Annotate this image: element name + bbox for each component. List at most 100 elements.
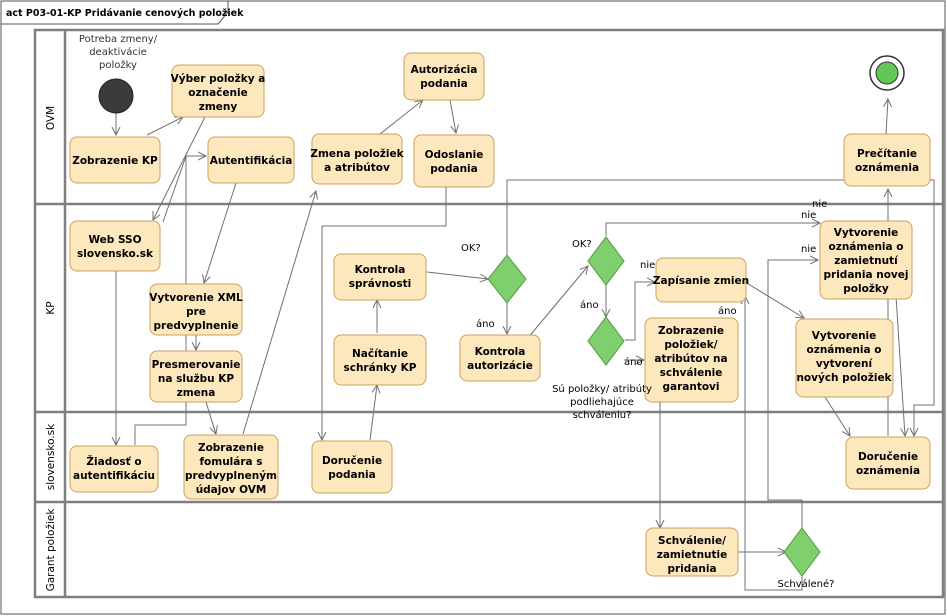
action-precitanie-oznamenia: Prečítanie oznámenia <box>843 133 931 187</box>
svg-text:pridania novej: pridania novej <box>824 269 909 281</box>
svg-text:atribútov na: atribútov na <box>654 353 727 365</box>
svg-text:schváleniu?: schváleniu? <box>573 409 632 421</box>
final-node <box>869 55 905 91</box>
svg-text:Zobrazenie KP: Zobrazenie KP <box>72 155 158 167</box>
action-vyber-polozky: Výber položky a označenie zmeny <box>171 64 265 118</box>
svg-text:Zobrazenie: Zobrazenie <box>658 325 724 337</box>
svg-text:položky: položky <box>843 283 889 295</box>
decision-label-ok-2: OK? <box>572 239 592 250</box>
action-zmena-poloziek: Zmena položiek a atribútov <box>310 133 405 185</box>
svg-text:Web SSO: Web SSO <box>88 234 141 246</box>
decision-su-polozky <box>587 316 625 366</box>
title-tab <box>1 1 229 25</box>
svg-text:autentifikáciu: autentifikáciu <box>73 470 155 482</box>
connectors <box>116 99 935 591</box>
svg-text:oznámenia: oznámenia <box>856 465 920 477</box>
lane-label-kp: KP <box>45 301 57 314</box>
decision-ok-2 <box>587 236 625 286</box>
action-kontrola-spravnosti: Kontrola správnosti <box>333 253 427 301</box>
svg-text:položky: položky <box>99 59 137 71</box>
lane-label-slovensko-sk: slovensko.sk <box>45 423 57 490</box>
svg-text:pridania: pridania <box>667 563 716 575</box>
svg-text:Žiadosť o: Žiadosť o <box>86 455 141 468</box>
svg-text:nie: nie <box>812 199 827 210</box>
action-vytvorenie-xml: Vytvorenie XML pre predvyplnenie <box>149 283 243 336</box>
action-dorucenie-podania: Doručenie podania <box>311 440 393 494</box>
svg-text:pre: pre <box>186 306 206 318</box>
svg-text:oznámenia o: oznámenia o <box>807 344 882 356</box>
svg-text:áno: áno <box>580 299 599 311</box>
svg-text:podania: podania <box>420 78 468 90</box>
svg-text:Sú položky/ atribúty: Sú položky/ atribúty <box>552 383 652 395</box>
svg-text:Odoslanie: Odoslanie <box>425 149 484 161</box>
lane-label-ovm: OVM <box>45 106 57 130</box>
svg-text:Doručenie: Doručenie <box>322 455 382 467</box>
svg-text:nových položiek: nových položiek <box>796 372 892 384</box>
svg-text:podania: podania <box>328 469 376 481</box>
svg-text:slovensko.sk: slovensko.sk <box>77 248 154 260</box>
svg-text:Kontrola: Kontrola <box>355 264 406 276</box>
svg-text:schválenie: schválenie <box>660 367 723 379</box>
action-vytvorenie-novych: Vytvorenie oznámenia o vytvorení nových … <box>795 318 894 398</box>
svg-text:Kontrola: Kontrola <box>475 346 526 358</box>
svg-text:Zmena položiek: Zmena položiek <box>310 148 404 160</box>
svg-text:predvyplnenie: predvyplnenie <box>154 320 239 332</box>
decision-schvalene <box>783 527 821 577</box>
svg-text:označenie: označenie <box>188 87 247 99</box>
svg-text:Doručenie: Doručenie <box>858 451 918 463</box>
svg-text:Vytvorenie: Vytvorenie <box>812 330 877 342</box>
diagram-title: act P03-01-KP Pridávanie cenových položi… <box>6 8 244 19</box>
start-note: Potreba zmeny/ deaktivácie položky <box>79 34 158 71</box>
svg-text:zmeny: zmeny <box>199 101 238 113</box>
guard-labels: áno áno áno áno nie nie nie nie <box>476 199 827 368</box>
decision-label-su-polozky: Sú položky/ atribúty podliehajúce schvál… <box>552 383 652 421</box>
svg-text:áno: áno <box>624 356 643 368</box>
svg-text:na službu KP: na službu KP <box>158 373 234 385</box>
svg-text:podliehajúce: podliehajúce <box>570 396 634 408</box>
decision-label-ok-1: OK? <box>461 243 481 254</box>
action-dorucenie-oznamenia: Doručenie oznámenia <box>845 436 931 490</box>
action-web-sso: Web SSO slovensko.sk <box>69 220 161 272</box>
action-odoslanie-podania: Odoslanie podania <box>413 134 495 188</box>
swimlanes: OVM KP slovensko.sk Garant položiek <box>33 28 945 599</box>
svg-text:oznámenia o: oznámenia o <box>829 241 904 253</box>
action-nacitanie-schranky: Načítanie schránky KP <box>333 334 427 386</box>
svg-text:predvyplneným: predvyplneným <box>185 470 277 482</box>
action-autorizacia-podania: Autorizácia podania <box>403 52 485 101</box>
svg-text:zamietnutí: zamietnutí <box>834 255 899 267</box>
svg-text:Vytvorenie XML: Vytvorenie XML <box>149 292 243 304</box>
svg-text:Načítanie: Načítanie <box>352 348 408 360</box>
decision-label-schvalene: Schválené? <box>778 578 835 590</box>
svg-text:autorizácie: autorizácie <box>467 360 533 372</box>
svg-text:Potreba zmeny/: Potreba zmeny/ <box>79 34 158 45</box>
svg-text:oznámenia: oznámenia <box>855 162 919 174</box>
action-vytvorenie-zamietnuti: Vytvorenie oznámenia o zamietnutí pridan… <box>819 220 913 300</box>
svg-text:Zapísanie zmien: Zapísanie zmien <box>653 275 749 287</box>
action-zapisanie-zmien: Zapísanie zmien <box>653 257 749 303</box>
svg-text:nie: nie <box>640 260 655 271</box>
svg-text:Prečítanie: Prečítanie <box>857 148 917 160</box>
action-zobrazenie-kp: Zobrazenie KP <box>69 136 161 184</box>
svg-text:a atribútov: a atribútov <box>324 162 390 174</box>
action-zobrazenie-formulara: Zobrazenie fomulára s predvyplneným údaj… <box>183 434 279 500</box>
action-presmerovanie: Presmerovanie na službu KP zmena <box>149 350 243 403</box>
svg-text:áno: áno <box>718 305 737 317</box>
svg-text:nie: nie <box>801 210 816 221</box>
svg-text:zmena: zmena <box>177 387 216 399</box>
decision-ok-1 <box>487 254 527 304</box>
svg-text:nie: nie <box>801 244 816 255</box>
svg-text:schránky KP: schránky KP <box>343 362 416 374</box>
svg-text:garantovi: garantovi <box>662 381 719 393</box>
svg-text:Autentifikácia: Autentifikácia <box>210 155 293 167</box>
svg-text:Autorizácia: Autorizácia <box>411 64 478 76</box>
svg-text:Presmerovanie: Presmerovanie <box>152 359 241 371</box>
action-ziadost-o-autentifikaciu: Žiadosť o autentifikáciu <box>69 445 159 493</box>
svg-text:vytvorení: vytvorení <box>816 358 874 370</box>
svg-text:zamietnutie: zamietnutie <box>657 549 728 561</box>
svg-text:áno: áno <box>476 318 495 330</box>
svg-text:podania: podania <box>430 163 478 175</box>
svg-text:správnosti: správnosti <box>349 278 411 290</box>
action-autentifikacia: Autentifikácia <box>207 136 295 184</box>
svg-text:fomulára s: fomulára s <box>199 456 262 468</box>
